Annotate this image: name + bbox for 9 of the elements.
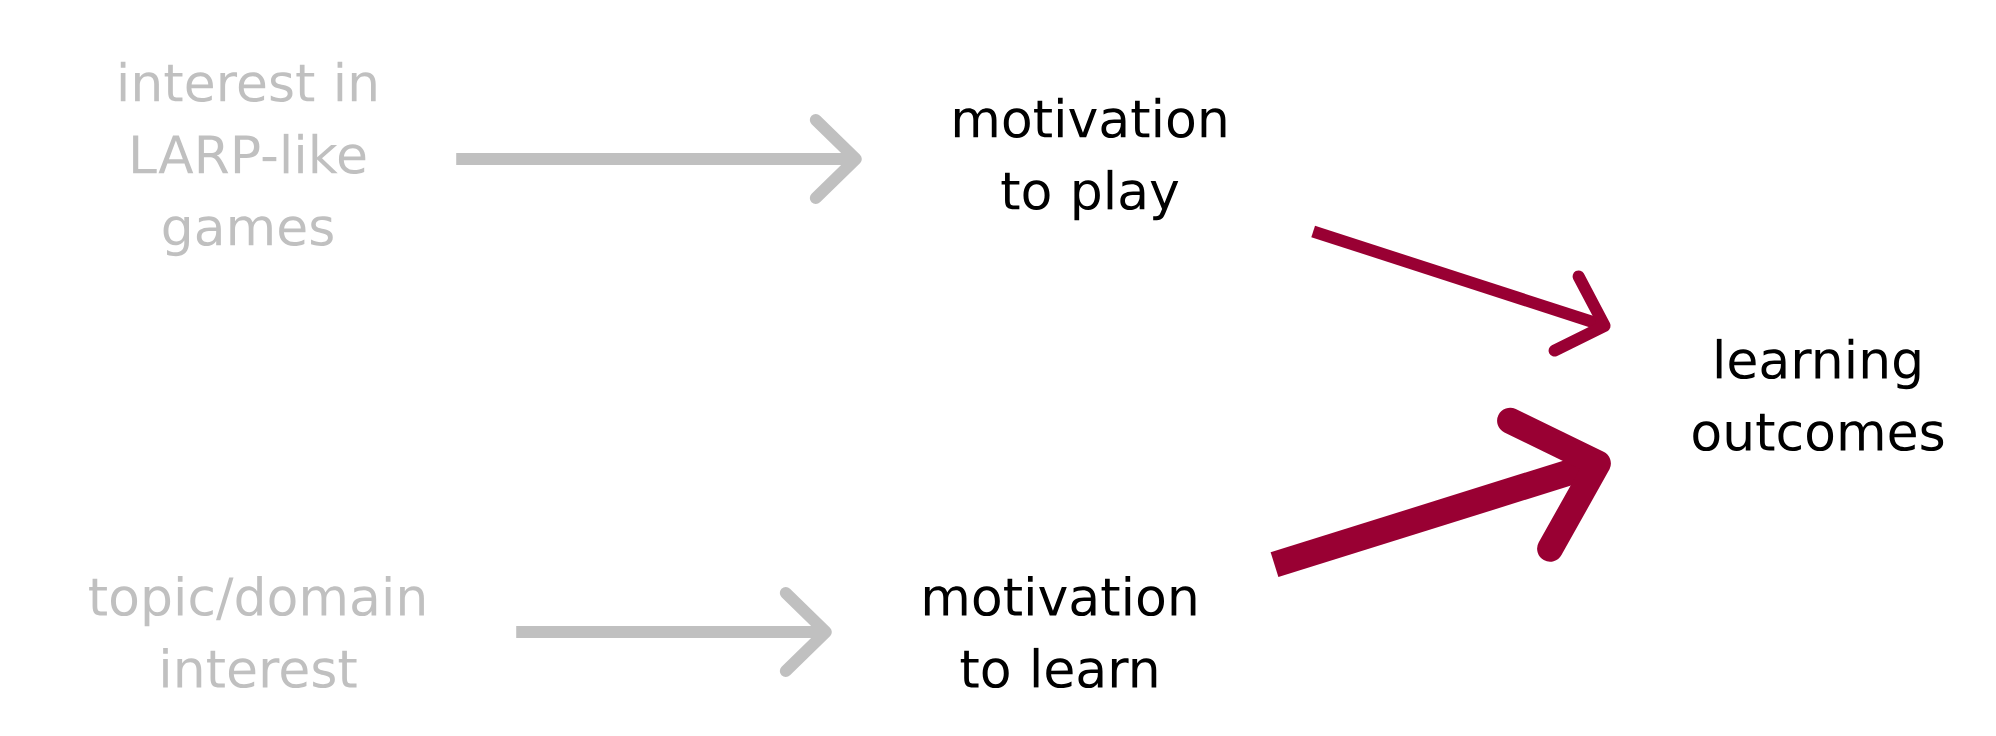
node-label: topic/domain interest <box>89 575 424 689</box>
arrow <box>1270 407 1611 578</box>
node-label: learning outcomes <box>1693 338 1944 452</box>
node-label: interest in LARP-like games <box>120 61 376 257</box>
arrow <box>1311 225 1611 357</box>
node-label: motivation to learn <box>924 575 1196 689</box>
arrow <box>456 114 862 204</box>
node-label: motivation to play <box>954 97 1226 221</box>
arrow <box>516 587 832 677</box>
